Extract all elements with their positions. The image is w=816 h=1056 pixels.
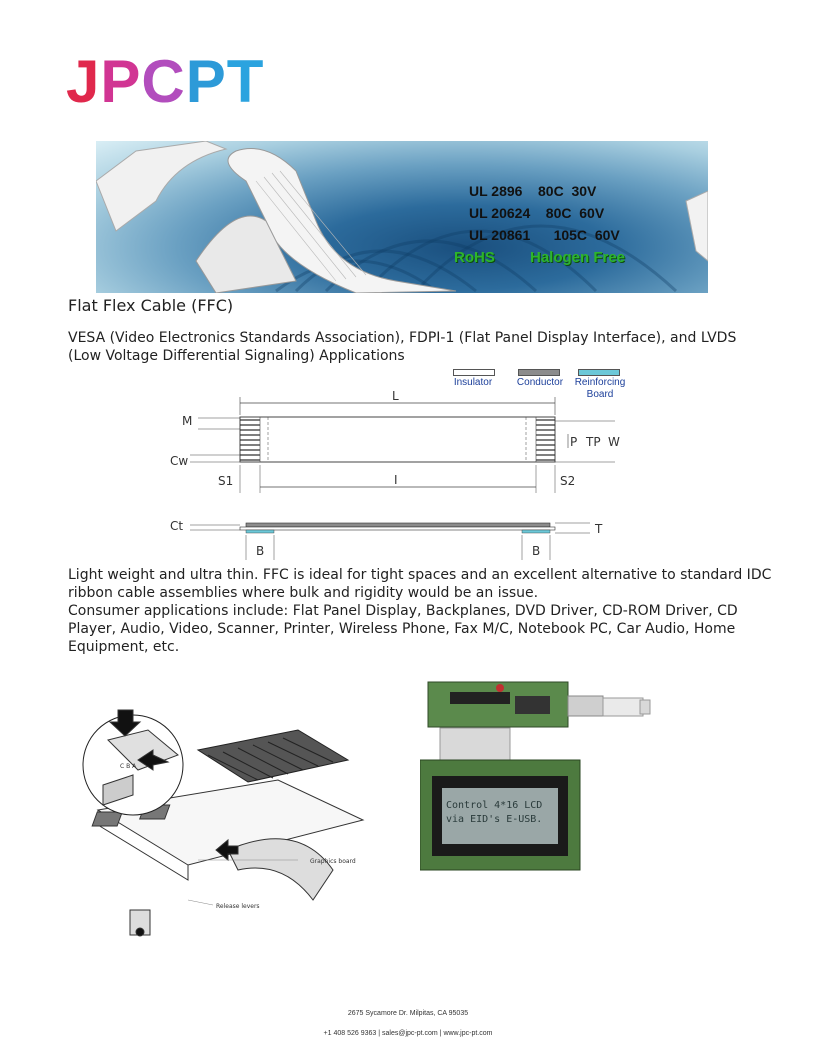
banner-halogen-free: Halogen Free [530,249,626,266]
illustration-graphics-board-label: Graphics board [310,858,356,865]
body-line-3: Consumer applications include: Flat Pane… [68,603,738,619]
dim-label-ct: Ct [170,519,183,533]
legend-conductor-label: Conductor [516,377,564,388]
dim-label-i: I [394,473,398,487]
graphics-board-illustration: C B A Graphics board Release levers [82,709,365,937]
dim-label-m: M [182,414,192,428]
dim-label-t: T [594,522,603,536]
company-logo: JPCPT [66,52,264,112]
dim-label-s1: S1 [218,474,233,488]
product-banner: UL 2896 80C 30V UL 20624 80C 60V UL 2086… [96,141,708,293]
banner-rohs: RoHS [454,249,495,266]
illustration-release-levers-label: Release levers [216,903,260,910]
logo-letter-j: J [66,48,101,115]
banner-cable-graphic [96,141,708,293]
dim-label-p: P [570,435,577,449]
body-line-5: Equipment, etc. [68,639,180,655]
banner-spec-3: UL 20861 105C 60V [469,227,620,243]
body-line-4: Player, Audio, Video, Scanner, Printer, … [68,621,736,637]
footer-contact: +1 408 526 9363 | sales@jpc-pt.com | www… [323,1030,493,1037]
legend-board-label: Board [586,389,614,400]
intro-line-1: VESA (Video Electronics Standards Associ… [68,330,737,346]
lcd-module-photo: Control 4*16 LCD via EID's E-USB. [420,681,651,871]
banner-spec-2: UL 20624 80C 60V [469,205,605,221]
dim-label-tp: TP [585,435,601,449]
logo-letter-t: T [226,48,265,115]
logo-letter-c: C [141,48,186,115]
intro-line-2: (Low Voltage Differential Signaling) App… [68,348,405,364]
lcd-line-1: Control 4*16 LCD [446,800,542,811]
dim-label-b-right: B [532,544,540,558]
lcd-line-2: via EID's E-USB. [446,814,542,825]
logo-letter-p: P [100,48,142,115]
dim-label-b-left: B [256,544,264,558]
legend-reinforcing-swatch [578,369,620,376]
body-line-1: Light weight and ultra thin. FFC is idea… [68,567,772,583]
ffc-dimension-diagram: L M Cw P TP [170,389,620,560]
body-line-2: ribbon cable assemblies where bulk and r… [68,585,539,601]
legend-conductor-swatch [518,369,560,376]
legend-insulator-swatch [453,369,495,376]
illustration-cba-label: C B A [120,763,137,770]
footer-address: 2675 Sycamore Dr. Milpitas, CA 95035 [347,1010,469,1017]
legend-insulator-label: Insulator [453,377,493,388]
section-title: Flat Flex Cable (FFC) [68,296,234,315]
dim-label-l: L [392,389,399,403]
legend-reinforcing-label: Reinforcing [574,377,626,388]
dim-label-s2: S2 [560,474,575,488]
dim-label-cw: Cw [170,454,188,468]
logo-letter-p2: P [185,48,227,115]
banner-spec-1: UL 2896 80C 30V [469,183,597,199]
dim-label-w: W [608,435,620,449]
